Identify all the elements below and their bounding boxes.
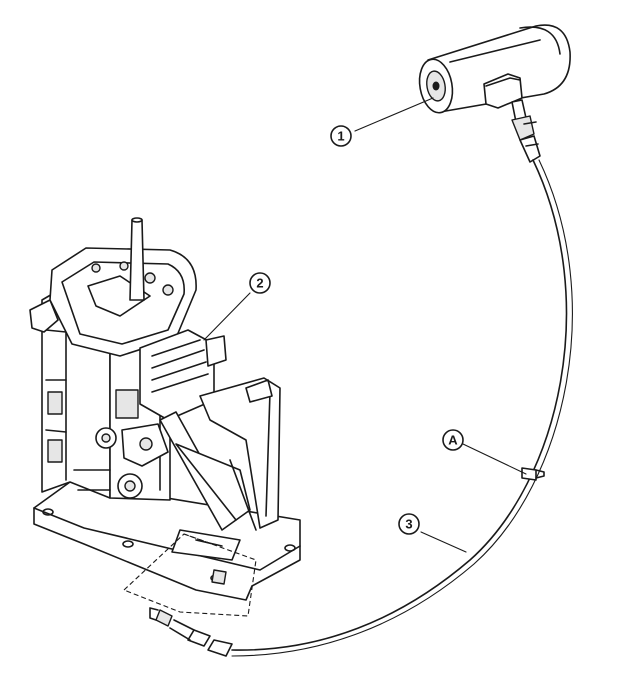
cable — [149, 159, 573, 657]
cylinder-unit — [418, 24, 571, 163]
callout-2-label: 2 — [256, 276, 263, 291]
callout-3: 3 — [398, 513, 420, 535]
callout-a-label: A — [448, 433, 458, 448]
callout-1: 1 — [330, 125, 352, 147]
callout-a: A — [442, 429, 464, 451]
shift-lever-assembly — [29, 217, 301, 617]
leader-lines — [203, 97, 527, 553]
callout-2: 2 — [249, 272, 271, 294]
callout-3-label: 3 — [405, 517, 412, 532]
callout-1-label: 1 — [337, 129, 344, 144]
